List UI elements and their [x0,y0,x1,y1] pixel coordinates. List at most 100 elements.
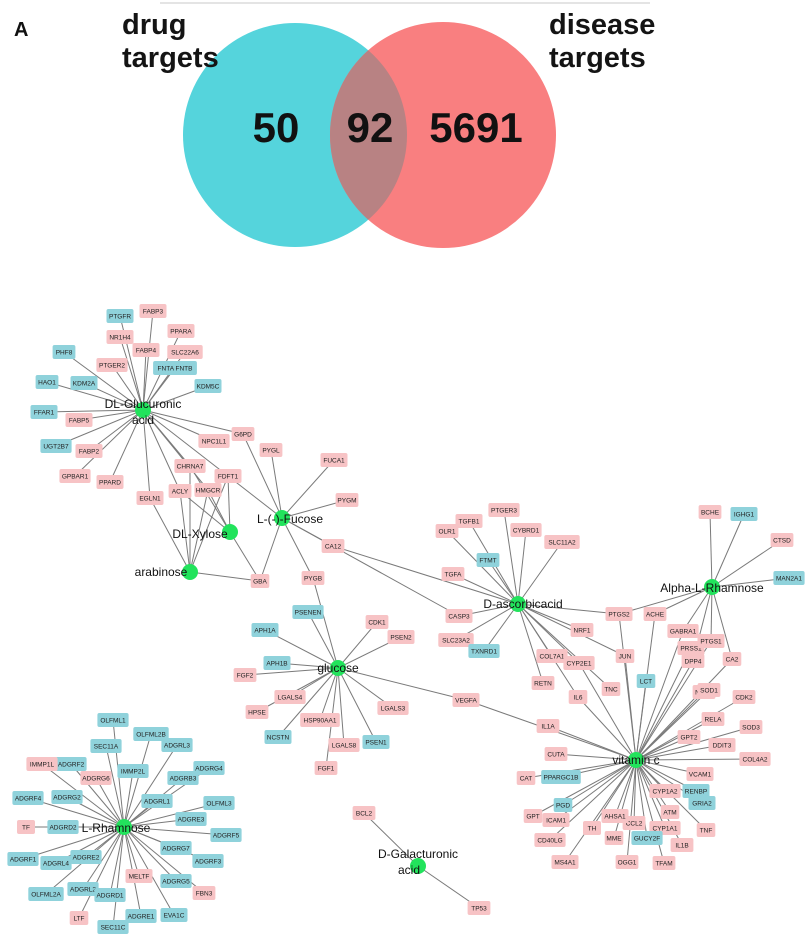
target-node-label: DPP4 [685,658,702,665]
target-node-box [160,908,188,922]
target-node-label: ADGRG6 [82,775,110,782]
target-node-box [544,747,568,761]
target-node-label: EGLN1 [139,495,161,502]
target-node-label: PTGFR [109,313,131,320]
target-node-label: ADGRG4 [195,765,223,772]
edge-arabinose-egln1 [149,497,191,573]
target-node-label: EVA1C [164,912,185,919]
target-node-box [605,607,633,621]
target-node-fabp2: FABP2 [75,444,103,458]
target-node-label: OLFML2B [136,731,166,738]
target-node-box [136,491,164,505]
target-node-mme: MME [604,831,624,845]
target-node-label: CUTA [547,751,565,758]
edge-glucuronic-fabp4 [142,349,147,411]
target-node-box [445,609,473,623]
target-node-psenen: PSENEN [292,605,324,619]
target-node-box [536,649,568,663]
target-node-box [59,469,91,483]
target-node-box [455,514,483,528]
target-node-box [125,909,157,923]
target-node-label: JUN [619,653,632,660]
target-node-box [542,813,570,827]
target-node-egln1: EGLN1 [136,491,164,505]
target-node-box [649,784,681,798]
target-node-cybrd1: CYBRD1 [510,523,542,537]
target-node-box [601,809,629,823]
edge-vitc-pgd [562,759,637,806]
edge-glucose-psen1 [337,667,377,743]
target-node-label: KDM5C [197,383,220,390]
target-node-label: PRSS1 [680,645,702,652]
target-node-sec11a: SEC11A [90,739,122,753]
target-node-label: VEGFA [455,697,477,704]
target-node-ca2: CA2 [722,652,742,666]
edge-glucuronic-egln1 [142,409,151,499]
target-node-label: GPBAR1 [62,473,89,480]
target-node-label: ADGRD1 [96,892,123,899]
target-node-cdk2: CDK2 [732,690,756,704]
target-node-box [583,821,601,835]
edge-glucuronic-fabp3 [142,310,154,411]
target-node-nrf1: NRF1 [570,623,594,637]
target-node-label: IL1A [541,723,555,730]
target-node-label: PYGL [262,447,280,454]
target-node-label: GPT [526,813,539,820]
target-node-tgfb1: TGFB1 [455,514,483,528]
target-node-label: APH1A [254,627,276,634]
target-node-adgrg5: ADGRG5 [160,874,192,888]
edge-vitc-ptgs2 [618,613,637,761]
target-node-label: GBA [253,578,267,585]
target-node-box [193,761,225,775]
target-node-box [106,330,134,344]
target-node-label: PYGM [337,497,356,504]
target-node-label: MME [606,835,622,842]
target-node-box [686,767,714,781]
target-node-box [132,343,160,357]
target-node-box [697,683,721,697]
target-node-label: RELA [705,716,723,723]
target-node-ppara: PPARA [167,324,195,338]
edge-vitc-cuta [555,753,637,761]
target-node-box [26,757,58,771]
edge-vitc-gpt [532,759,637,817]
overlap-region [330,50,407,220]
target-node-label: AHSA1 [604,813,626,820]
target-node-label: CTSD [773,537,791,544]
target-node-box [730,507,758,521]
target-node-adgrl1: ADGRL1 [141,794,173,808]
hub-node-fucose: L-(-)-Fucose [257,510,323,526]
edge-glucuronic-hao1 [46,381,144,411]
hub-node-lrhamnose: L-Rhamnose [82,819,151,835]
target-node-label: LGALS3 [381,705,406,712]
target-node-box [708,738,736,752]
target-node-label: GABRA1 [670,628,697,635]
hub-node-label: acid [398,863,420,877]
target-node-label: NR1H4 [109,334,131,341]
edge-glucuronic-phf8 [63,351,144,411]
target-node-cuta: CUTA [544,747,568,761]
target-node-box [523,809,543,823]
target-node-label: FTMT [479,557,496,564]
target-node-label: CA2 [726,656,739,663]
edge-rhamnose_alpha-ptgs2 [618,586,713,615]
target-node-fdft1: FDFT1 [214,469,242,483]
target-node-il1b: IL1B [670,838,694,852]
target-node-label: ACHE [646,611,665,618]
edge-lrhamnose-olfml2b [123,733,152,828]
edge-arabinose-acly [179,490,191,573]
target-node-label: LGALS8 [332,742,357,749]
hub-node-label: D-Galacturonic [378,847,458,861]
edge-lrhamnose-adgrf4 [27,797,125,828]
target-node-box [251,623,279,637]
target-node-box [320,453,348,467]
edge-arabinose-hmgcr [189,489,209,573]
target-node-label: LCT [640,678,652,685]
target-node-tnc: TNC [601,682,621,696]
target-node-box [531,676,555,690]
target-node-label: RENBP [685,788,707,795]
target-node-label: VCAM1 [689,771,712,778]
panel-label-a: A [14,19,28,41]
target-node-cyp1a2: CYP1A2 [649,784,681,798]
target-node-box [7,852,39,866]
